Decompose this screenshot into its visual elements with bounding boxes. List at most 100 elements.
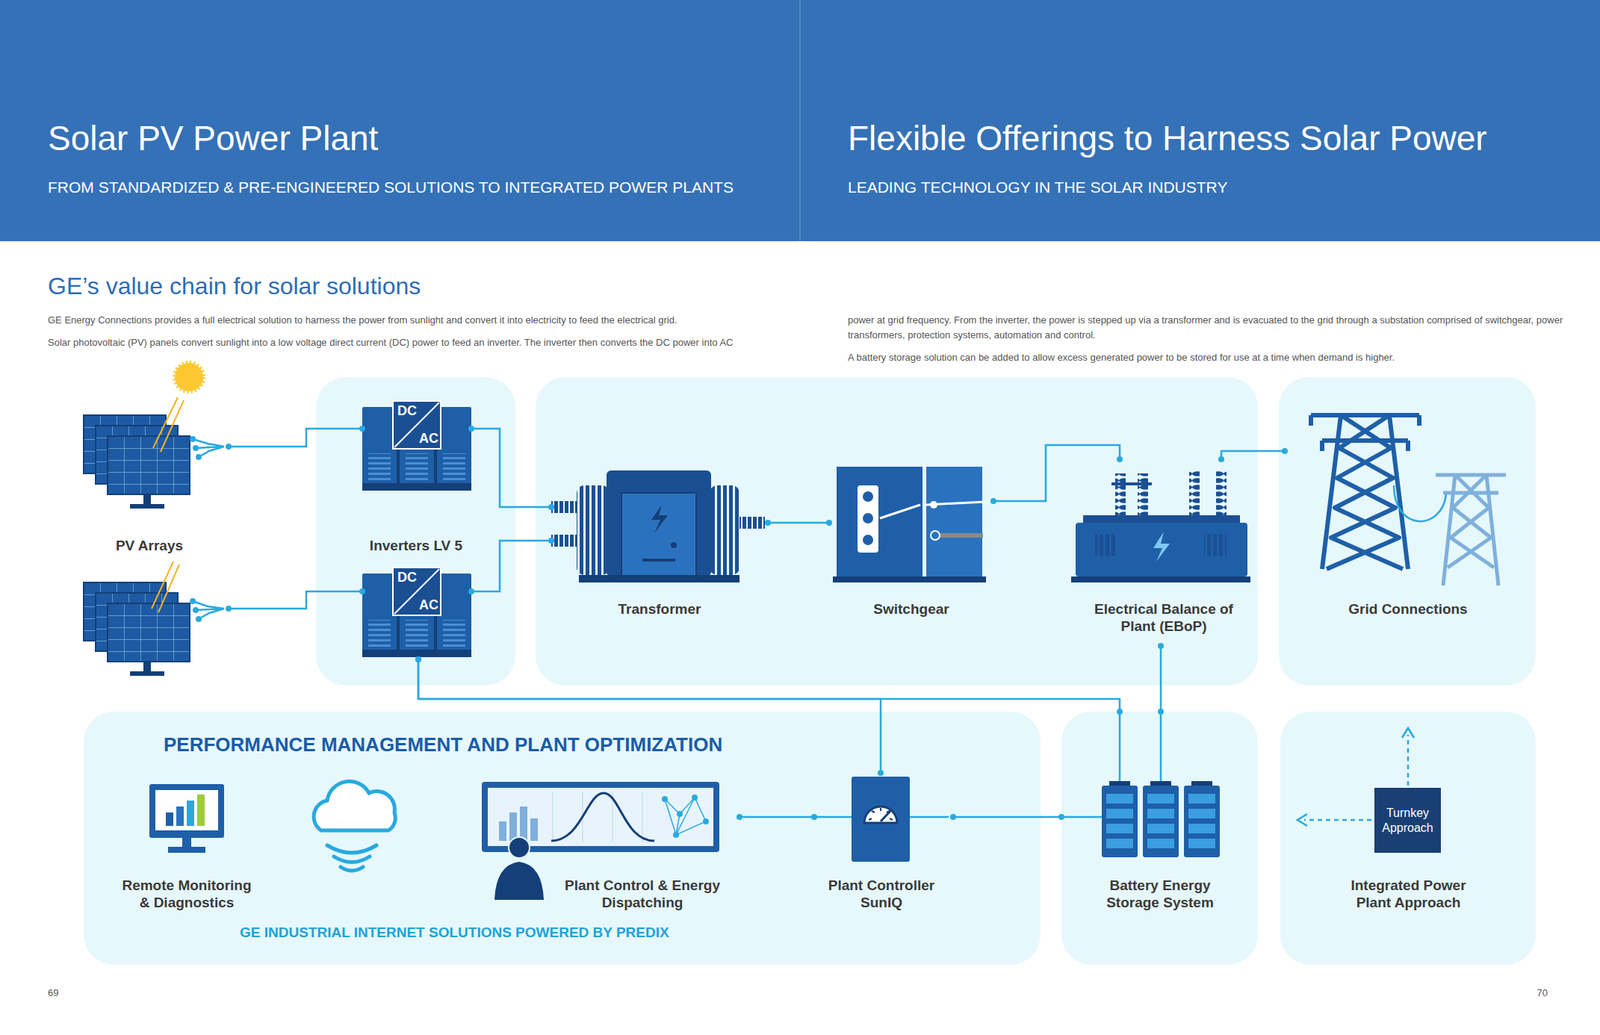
node-label: DC bbox=[397, 403, 417, 420]
dispatch-screen-icon bbox=[676, 811, 683, 818]
connector-line bbox=[739, 816, 815, 819]
node-label: Grid Connections bbox=[1295, 601, 1521, 619]
transformer-icon bbox=[670, 542, 677, 549]
ebop-icon bbox=[1111, 482, 1152, 486]
connector-dot bbox=[359, 588, 366, 595]
body-text: GE Energy Connections provides a full el… bbox=[47, 312, 788, 328]
ebop-icon bbox=[1071, 576, 1251, 583]
connector-dot bbox=[1281, 448, 1288, 455]
pv-array-icon bbox=[83, 415, 190, 509]
node-label: GE INDUSTRIAL INTERNET SOLUTIONS POWERED… bbox=[239, 924, 670, 942]
ebop-icon bbox=[1189, 470, 1200, 516]
node-label: Plant Controller SunIQ bbox=[814, 877, 949, 913]
connector-dot bbox=[415, 656, 422, 663]
connector bbox=[415, 656, 884, 777]
battery-icon bbox=[1118, 711, 1122, 786]
connector-dot bbox=[468, 425, 475, 432]
connector-line bbox=[228, 591, 363, 609]
battery-icon bbox=[1061, 711, 1220, 858]
connector-line bbox=[228, 428, 363, 447]
monitor-icon bbox=[186, 800, 195, 827]
transformer-icon bbox=[621, 492, 697, 577]
connector-line bbox=[767, 522, 830, 525]
panel bbox=[83, 377, 1536, 966]
pv-array-icon bbox=[195, 616, 202, 623]
node-label: PERFORMANCE MANAGEMENT AND PLANT OPTIMIZ… bbox=[163, 733, 723, 757]
performance-panel: PERFORMANCE MANAGEMENT AND PLANT OPTIMIZ… bbox=[83, 711, 1041, 966]
connector-dot bbox=[548, 504, 555, 511]
dispatch-screen-icon bbox=[661, 794, 709, 839]
connector-dot bbox=[811, 814, 818, 821]
connector-line bbox=[953, 816, 1062, 819]
ebop-icon bbox=[1216, 470, 1227, 516]
plant-controller-icon bbox=[868, 808, 893, 821]
monitoring-box: Remote Monitoring & Diagnostics bbox=[112, 776, 262, 917]
switchgear-icon bbox=[832, 576, 986, 583]
dispatch-screen-icon bbox=[661, 796, 668, 803]
connector-dot bbox=[468, 588, 475, 595]
monitor-icon bbox=[155, 790, 219, 831]
dispatch-screen-icon bbox=[664, 797, 706, 836]
connector-line bbox=[1160, 646, 1163, 712]
tower-icon bbox=[1310, 415, 1506, 586]
connector-dot bbox=[990, 498, 997, 505]
tower-icon bbox=[1393, 485, 1447, 522]
battery-panel: Battery Energy Storage System bbox=[1061, 711, 1258, 966]
connector-line bbox=[418, 659, 1120, 712]
node-label: Inverters LV 5 bbox=[326, 537, 506, 555]
plant-controller-icon bbox=[864, 806, 898, 824]
body-text: A battery storage solution can be added … bbox=[847, 350, 1577, 366]
transformer-icon bbox=[606, 470, 712, 577]
connector-dot bbox=[950, 814, 957, 821]
panel bbox=[1061, 711, 1258, 966]
plant-controller-icon bbox=[851, 776, 910, 862]
connector bbox=[950, 814, 1065, 821]
battery-icon bbox=[1106, 791, 1134, 852]
dispatch-screen-icon bbox=[673, 832, 679, 839]
node-label: Remote Monitoring & Diagnostics bbox=[115, 877, 259, 913]
switchgear-icon bbox=[832, 466, 986, 583]
dispatch-screen-icon bbox=[508, 837, 530, 859]
pv-array-icon bbox=[189, 436, 196, 443]
connector-dot bbox=[359, 425, 366, 432]
switchgear-icon bbox=[930, 531, 940, 541]
connector-dot bbox=[548, 537, 555, 544]
tower-icon bbox=[1310, 415, 1420, 570]
switchgear-icon bbox=[939, 533, 984, 538]
plant-controller-icon bbox=[880, 811, 891, 822]
dispatch-box: Plant Control & Energy Dispatching bbox=[478, 776, 740, 917]
ebop-icon bbox=[1204, 534, 1227, 557]
connector bbox=[468, 425, 555, 511]
connector bbox=[415, 656, 1123, 715]
connector-dot bbox=[225, 443, 232, 450]
battery-icon bbox=[1188, 791, 1216, 852]
dispatch-screen-icon bbox=[691, 794, 698, 801]
plant-controller-icon bbox=[814, 816, 852, 819]
monitor-icon bbox=[197, 794, 205, 827]
battery-icon bbox=[1101, 785, 1138, 858]
switchgear-icon bbox=[879, 504, 921, 519]
node-label: Battery Energy Storage System bbox=[1089, 877, 1231, 913]
connector-line bbox=[418, 659, 881, 774]
node-label: AC bbox=[419, 430, 439, 448]
connector-dot bbox=[1157, 708, 1164, 715]
panel bbox=[83, 711, 1041, 966]
connector bbox=[1218, 448, 1288, 463]
pv-array-icon bbox=[160, 400, 184, 452]
battery-icon bbox=[1160, 711, 1163, 786]
ebop-icon bbox=[1153, 531, 1170, 562]
switchgear-icon bbox=[857, 485, 879, 553]
switchgear-icon bbox=[862, 491, 874, 502]
turnkey-arrows bbox=[1297, 814, 1308, 827]
node-label: PV Arrays bbox=[74, 537, 225, 555]
monitor-icon bbox=[176, 806, 184, 827]
monitor-icon bbox=[168, 847, 206, 854]
connector bbox=[468, 537, 555, 595]
connector bbox=[990, 445, 1123, 505]
dispatch-screen-icon bbox=[519, 806, 528, 842]
connector bbox=[225, 425, 366, 450]
panel bbox=[1280, 711, 1536, 966]
connector-dot bbox=[877, 770, 884, 777]
transformer-icon bbox=[709, 485, 740, 576]
connector-dot bbox=[826, 519, 833, 526]
